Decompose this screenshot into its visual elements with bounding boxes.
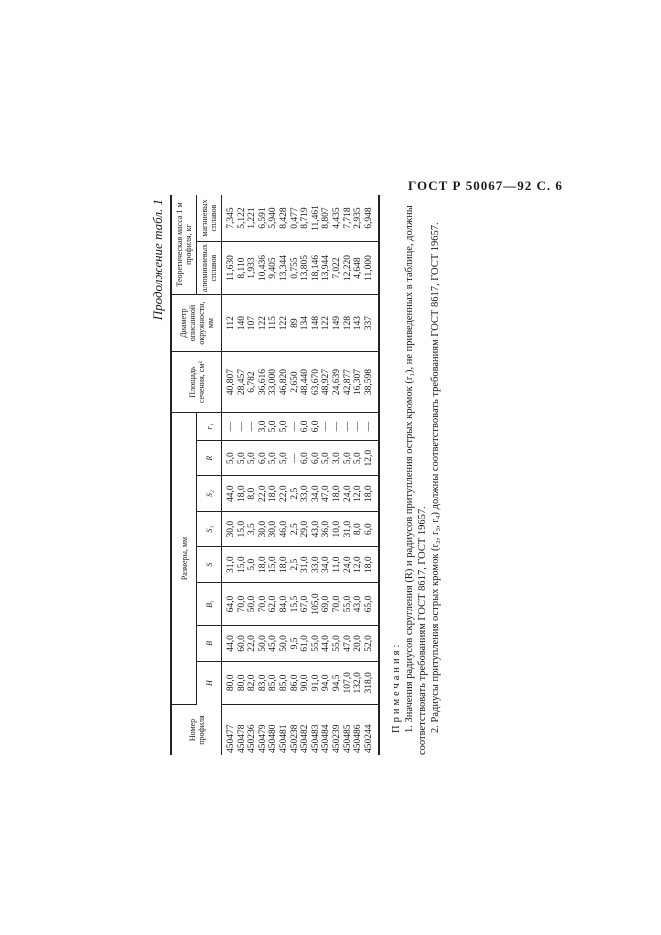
note-1: 1. Значения радиусов скругления (R) и ра…	[404, 205, 429, 755]
col-profile-no: 450477 450478 450236 450479 450480 45048…	[226, 724, 374, 754]
notes-title: Примечания:	[391, 641, 403, 733]
col-mass-mg: 7,345 5,122 1,221 6,591 5,940 8,428 0,47…	[221, 195, 380, 242]
col-S1: 30,0 15,0 3,5 30,0 30,0 46,0 2,5 29,0 43…	[221, 511, 380, 547]
profiles-table: Номер профиля Размеры, мм Площадь сечени…	[170, 195, 380, 755]
header-profile-no: Номер профиля	[171, 704, 222, 755]
table-body-row: 450477 450478 450236 450479 450480 45048…	[221, 195, 380, 755]
header-area: Площадь сечения, см²	[171, 351, 222, 413]
col-area: 40,807 28,457 6,782 36,616 33,000 46,820…	[221, 351, 380, 413]
header-S2: S₂	[196, 475, 222, 512]
table-caption: Продолжение табл. 1	[150, 199, 165, 321]
header-diameter: Диаметр описанной окружности, мм	[171, 294, 222, 352]
header-H: H	[196, 661, 222, 705]
col-S: 31,0 15,0 5,0 18,0 15,0 18,0 2,5 31,0 33…	[221, 546, 380, 583]
header-mass-al: алюминиевых сплавов	[196, 241, 222, 295]
note-2: 2. Радиусы притупления острых кромок (r₂…	[430, 222, 442, 733]
col-B: 44,0 60,0 22,0 50,0 45,0 50,0 9,5 61,0 5…	[221, 625, 380, 662]
header-dimensions: Размеры, мм	[171, 412, 197, 705]
rotated-table-block: Продолжение табл. 1 Номер профиля Размер…	[150, 195, 442, 755]
header-r1: r₁	[196, 412, 222, 441]
col-H: 80,0 80,0 82,0 83,0 85,0 85,0 86,0 90,0 …	[221, 661, 380, 705]
header-S1: S₁	[196, 511, 222, 547]
header-R: R	[196, 440, 222, 476]
header-mass: Теоретическая масса 1 м профиля, кг	[171, 195, 197, 295]
col-B1: 64,0 70,0 50,0 70,0 62,0 84,0 15,5 67,0 …	[221, 582, 380, 626]
col-mass-al: 11,630 8,110 1,933 10,436 9,405 13,344 0…	[221, 241, 380, 295]
header-S: S	[196, 546, 222, 583]
header-B1: B₁	[196, 582, 222, 626]
page-header: ГОСТ Р 50067—92 С. 6	[408, 178, 563, 193]
col-R: 5,0 5,0 5,0 6,0 5,0 5,0 — 6,0 6,0 5,0 3,…	[221, 440, 380, 476]
notes: Примечания: 1. Значения радиусов скругле…	[390, 195, 442, 755]
col-diameter: 112 140 107 122 115 122 89 134 148 122 1…	[221, 294, 380, 352]
header-B: B	[196, 625, 222, 662]
col-S2: 44,0 18,0 8,0 22,0 18,0 22,0 2,5 33,0 34…	[221, 475, 380, 512]
col-r1: — — — 3,0 5,0 5,0 — 6,0 6,0 — — — — —	[221, 412, 380, 441]
header-mass-mg: магниевых сплавов	[196, 195, 222, 242]
